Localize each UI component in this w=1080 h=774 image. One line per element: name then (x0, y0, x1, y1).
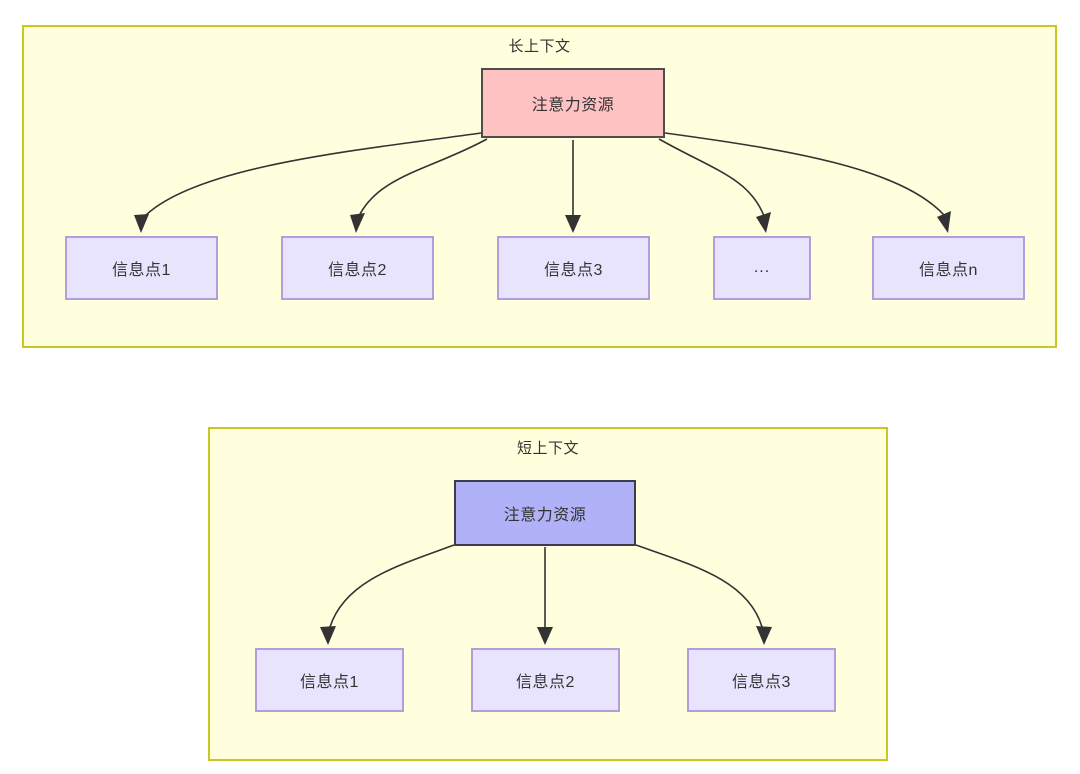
node-info-point-short-2[interactable]: 信息点2 (471, 648, 620, 712)
node-attention-resource-short[interactable]: 注意力资源 (454, 480, 636, 546)
node-attention-resource-long-label: 注意力资源 (531, 97, 615, 114)
node-info-point-long-1-label: 信息点1 (112, 262, 171, 279)
node-info-point-long-n-label: 信息点n (919, 262, 978, 279)
group-long-context-title: 长上下文 (508, 38, 571, 55)
node-info-point-long-2[interactable]: 信息点2 (281, 236, 434, 300)
node-info-point-long-3-label: 信息点3 (544, 262, 603, 279)
node-info-point-short-3[interactable]: 信息点3 (687, 648, 836, 712)
node-info-point-long-n[interactable]: 信息点n (872, 236, 1025, 300)
node-attention-resource-long[interactable]: 注意力资源 (481, 68, 665, 138)
node-info-point-short-3-label: 信息点3 (732, 674, 791, 691)
node-info-point-short-1[interactable]: 信息点1 (255, 648, 404, 712)
node-info-point-long-ellipsis-label: ... (753, 259, 771, 276)
node-info-point-long-ellipsis[interactable]: ... (713, 236, 811, 300)
node-info-point-long-1[interactable]: 信息点1 (65, 236, 218, 300)
group-short-context-title: 短上下文 (516, 440, 579, 457)
node-attention-resource-short-label: 注意力资源 (503, 507, 587, 524)
node-info-point-long-2-label: 信息点2 (328, 262, 387, 279)
node-info-point-short-1-label: 信息点1 (300, 674, 359, 691)
node-info-point-short-2-label: 信息点2 (516, 674, 575, 691)
node-info-point-long-3[interactable]: 信息点3 (497, 236, 650, 300)
